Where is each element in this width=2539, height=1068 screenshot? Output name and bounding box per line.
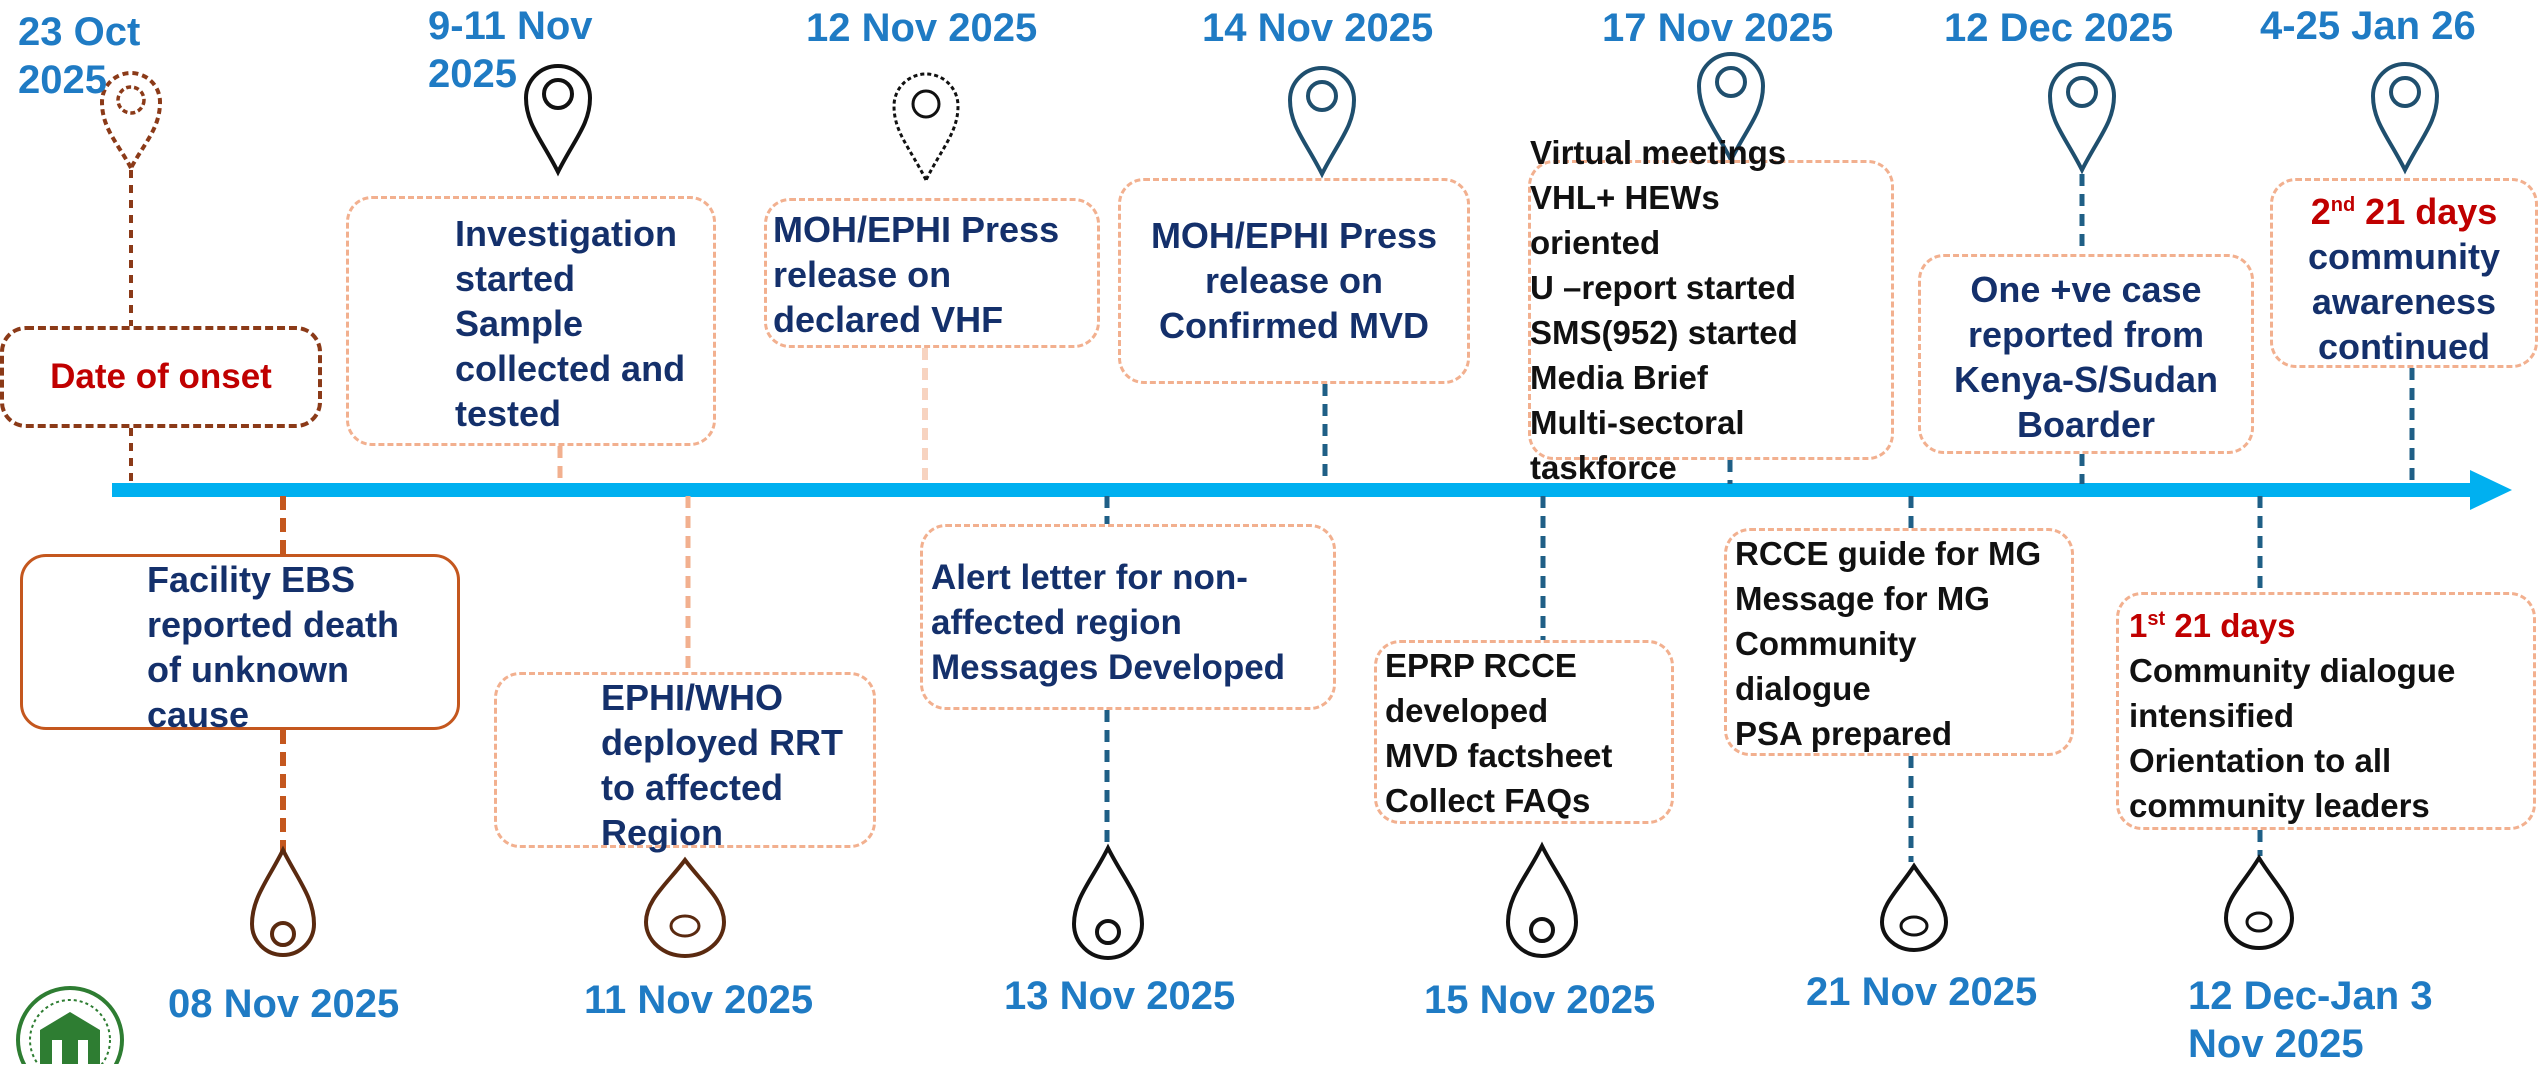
event-text-line: SMS(952) started xyxy=(1530,314,1798,351)
event-box-second-21-days: 2nd 21 days community awareness continue… xyxy=(2270,178,2538,368)
event-text-line: Community xyxy=(1735,625,1917,662)
event-box-rcce-guide: RCCE guide for MG Message for MG Communi… xyxy=(1724,528,2074,756)
event-text-line: Collect FAQs xyxy=(1385,782,1591,819)
pin-icon-rcce xyxy=(1879,862,1949,952)
pin-icon-mvd xyxy=(1287,66,1357,179)
event-box-rrt-deployed: EPHI/WHO deployed RRT to affected Region xyxy=(494,672,876,853)
event-text-line: release on xyxy=(773,254,952,295)
ministry-seal-logo xyxy=(16,986,124,1064)
pin-icon-facility xyxy=(249,845,317,957)
event-text-line: VHL+ HEWs xyxy=(1530,179,1720,216)
event-box-press-vhf: MOH/EPHI Press release on declared VHF xyxy=(764,198,1100,348)
pin-icon-vhf xyxy=(892,72,960,184)
pin-icon-investigation xyxy=(523,64,593,177)
event-text-line: declared VHF xyxy=(773,299,1004,340)
event-box-investigation: Investigation started Sample collected a… xyxy=(346,196,716,446)
event-box-eprp-rcce: EPRP RCCE developed MVD factsheet Collec… xyxy=(1374,640,1674,824)
event-text-line: to affected xyxy=(601,767,784,808)
event-text-line: Date of onset xyxy=(50,357,272,396)
event-text-line: Messages Developed xyxy=(931,648,1286,687)
event-text-line: MOH/EPHI Press xyxy=(773,209,1060,250)
event-text-line: Confirmed MVD xyxy=(1159,305,1429,346)
event-box-press-mvd: MOH/EPHI Press release on Confirmed MVD xyxy=(1118,178,1470,384)
pin-icon-eprp xyxy=(1505,841,1579,958)
event-text-line: RCCE guide for MG xyxy=(1735,535,2042,572)
date-line: 12 Dec-Jan 3 xyxy=(2188,974,2433,1018)
event-text-line: Multi-sectoral xyxy=(1530,404,1745,441)
date-label: 11 Nov 2025 xyxy=(584,978,814,1022)
event-text-line: Region xyxy=(601,812,723,853)
timeline-arrowhead xyxy=(2470,470,2512,510)
event-text-line: Kenya-S/Sudan xyxy=(1953,359,2219,400)
pin-icon-first21 xyxy=(2223,854,2295,950)
event-box-date-of-onset: Date of onset xyxy=(0,326,322,428)
event-text-line: Media Brief xyxy=(1530,359,1708,396)
date-label: 08 Nov 2025 xyxy=(168,982,400,1026)
pin-icon-alert xyxy=(1071,843,1145,960)
event-text-line: deployed RRT xyxy=(601,722,844,763)
date-label: 15 Nov 2025 xyxy=(1424,978,1656,1022)
event-text-line: EPRP RCCE xyxy=(1385,647,1577,684)
event-text-line: Orientation to all xyxy=(2129,742,2392,779)
date-label: 4-25 Jan 26 xyxy=(2260,4,2476,48)
event-text-line: reported death xyxy=(147,604,400,645)
event-text-line: release on xyxy=(1204,260,1384,301)
pin-icon-onset xyxy=(99,71,163,173)
event-text-line: intensified xyxy=(2129,697,2295,734)
event-text-line: Virtual meetings xyxy=(1530,134,1787,171)
event-text-line: MOH/EPHI Press xyxy=(1150,215,1438,256)
event-heading: 1st 21 days xyxy=(2129,607,2296,644)
event-text-line: reported from xyxy=(1967,314,2205,355)
event-text-line: community leaders xyxy=(2129,787,2430,824)
event-heading: 2nd 21 days xyxy=(2310,191,2498,232)
event-text-line: developed xyxy=(1385,692,1549,729)
event-text-line: Community dialogue xyxy=(2129,652,2456,689)
event-box-first-21-days: 1st 21 days Community dialogue intensifi… xyxy=(2116,592,2536,830)
date-line: Nov 2025 xyxy=(2188,1022,2364,1066)
date-label: 9-11 Nov 2025 xyxy=(428,4,593,96)
event-text-line: continued xyxy=(2318,326,2490,367)
event-text-line: oriented xyxy=(1530,224,1661,261)
event-text-line: U –report started xyxy=(1530,269,1796,306)
event-text-line: awareness xyxy=(2311,281,2497,322)
event-text-line: community xyxy=(2307,236,2501,277)
pin-icon-virtual xyxy=(1696,52,1766,165)
event-text-line: Investigation xyxy=(455,213,678,254)
event-text-line: tested xyxy=(455,393,562,434)
event-text-virtual-meetings: Virtual meetings VHL+ HEWs oriented U –r… xyxy=(1530,130,1798,490)
event-text-line: Boarder xyxy=(2016,404,2156,445)
date-label: 12 Nov 2025 xyxy=(806,6,1038,50)
date-label: 13 Nov 2025 xyxy=(1004,974,1236,1018)
pin-icon-second21 xyxy=(2370,62,2440,175)
date-label: 12 Dec 2025 xyxy=(1944,6,2174,50)
event-text-line: Facility EBS xyxy=(147,559,356,600)
event-box-kenya-case: One +ve case reported from Kenya-S/Sudan… xyxy=(1918,254,2254,454)
date-label: 21 Nov 2025 xyxy=(1806,970,2038,1014)
date-label: 14 Nov 2025 xyxy=(1202,6,1434,50)
event-text-line: cause xyxy=(147,694,250,735)
event-text-line: Alert letter for non- xyxy=(931,558,1248,597)
date-label: 23 Oct 2025 xyxy=(18,10,141,102)
date-label: 17 Nov 2025 xyxy=(1602,6,1834,50)
event-text-line: EPHI/WHO xyxy=(601,677,784,718)
event-box-facility-ebs: Facility EBS reported death of unknown c… xyxy=(20,554,460,735)
event-text-line: affected region xyxy=(931,603,1182,642)
event-text-line: Sample xyxy=(455,303,584,344)
event-text-line: collected and xyxy=(455,348,686,389)
event-box-alert-letter: Alert letter for non- affected region Me… xyxy=(920,524,1336,710)
event-text-line: taskforce xyxy=(1530,449,1677,486)
event-text-line: dialogue xyxy=(1735,670,1871,707)
event-text-line: One +ve case xyxy=(1970,269,2202,310)
date-label: 12 Dec-Jan 3 Nov 2025 xyxy=(2188,972,2433,1068)
event-text-line: of unknown xyxy=(147,649,349,690)
event-box-virtual-meetings xyxy=(1528,160,1894,460)
event-text-line: MVD factsheet xyxy=(1385,737,1613,774)
pin-icon-rrt xyxy=(643,856,727,958)
event-text-line: Message for MG xyxy=(1735,580,1990,617)
event-text-line: PSA prepared xyxy=(1735,715,1953,752)
event-text-line: started xyxy=(455,258,576,299)
pin-icon-kenya xyxy=(2047,62,2117,175)
